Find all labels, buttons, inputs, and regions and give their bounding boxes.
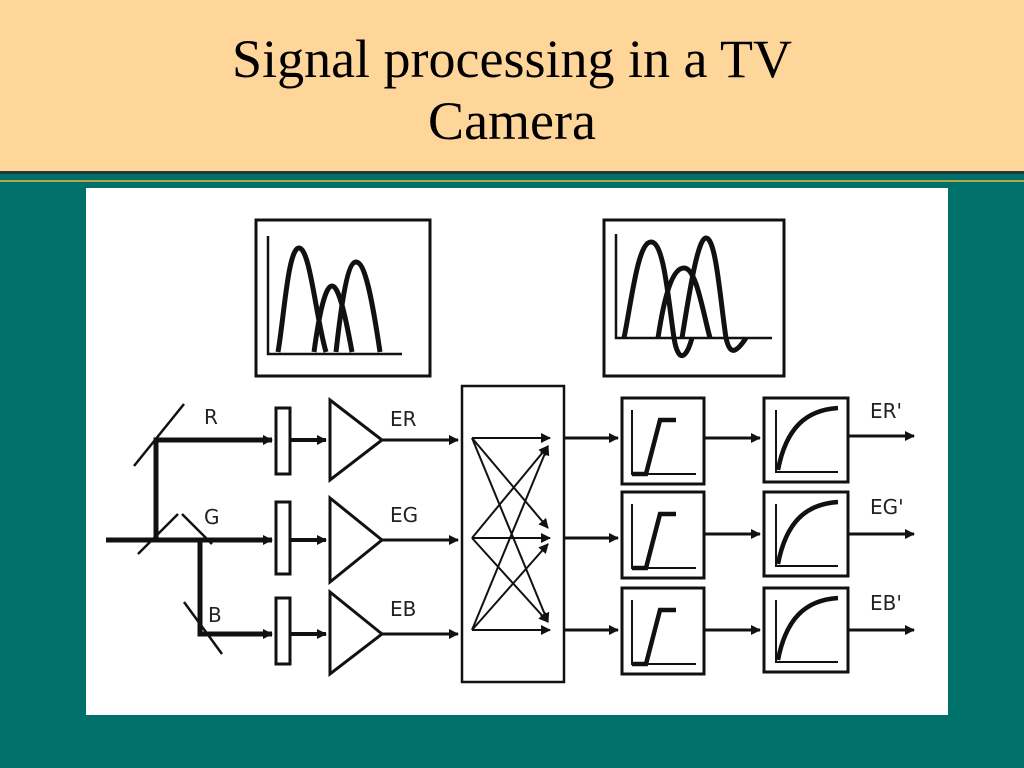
- label-out-eb: EB': [870, 591, 902, 615]
- label-out-eg: EG': [870, 495, 904, 519]
- gamma-red: [762, 396, 850, 484]
- gamma-green: [762, 490, 850, 578]
- gamma-blue: [762, 586, 850, 674]
- label-amp-er: ER: [390, 407, 417, 431]
- slide-title-line1: Signal processing in a TV: [232, 29, 792, 89]
- clipper-red: [620, 396, 706, 486]
- clipper-green: [620, 490, 706, 580]
- label-out-er: ER': [870, 399, 902, 423]
- corrected-peak-1: [621, 239, 695, 359]
- slide-title-line2: Camera: [428, 91, 596, 151]
- diagram-svg: R G B ER EG EB ER' EG' EB': [106, 218, 915, 684]
- spectral-peak-3: [333, 259, 383, 353]
- label-input-r: R: [204, 405, 218, 429]
- matrix-box: [460, 384, 566, 684]
- title-band: Signal processing in a TV Camera: [0, 0, 1024, 174]
- label-amp-eg: EG: [390, 503, 418, 527]
- slide-title: Signal processing in a TV Camera: [0, 28, 1024, 152]
- mirror-red: [133, 403, 185, 467]
- filter-green: [274, 500, 292, 576]
- amplifier-red: [328, 396, 385, 484]
- amplifier-blue: [328, 588, 385, 678]
- filter-red: [274, 406, 292, 476]
- corrected-peak-3: [679, 235, 749, 353]
- camera-signal-diagram: R G B ER EG EB ER' EG' EB': [86, 188, 948, 715]
- filter-blue: [274, 596, 292, 666]
- title-divider: [0, 180, 1024, 182]
- corrected-response-box: [602, 218, 786, 378]
- clipper-blue: [620, 586, 706, 676]
- label-input-b: B: [208, 603, 222, 627]
- label-amp-eb: EB: [390, 597, 416, 621]
- label-input-g: G: [204, 505, 220, 529]
- amplifier-green: [328, 494, 385, 586]
- spectral-response-box: [254, 218, 432, 378]
- corrected-peak-2: [655, 265, 713, 339]
- spectral-peak-2: [311, 283, 355, 353]
- mirror-blue: [182, 601, 224, 655]
